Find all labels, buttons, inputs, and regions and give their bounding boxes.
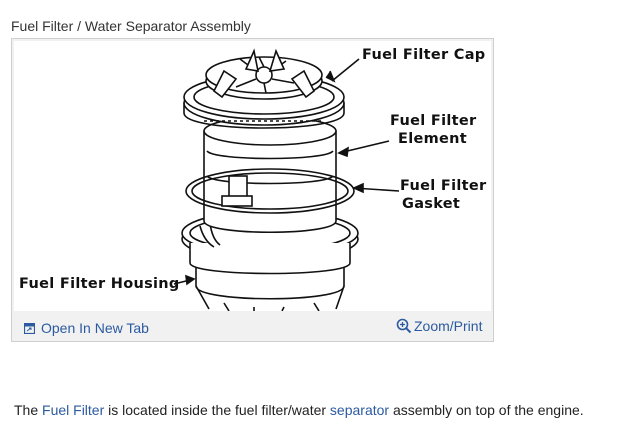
- zoom-in-icon: [396, 318, 412, 334]
- description-part2: is located inside the fuel filter/water: [104, 402, 330, 418]
- label-fuel-filter-gasket-line1: Fuel Filter: [400, 178, 487, 194]
- description-part3: assembly on top of the engine.: [389, 402, 584, 418]
- fuel-filter-link[interactable]: Fuel Filter: [42, 402, 105, 418]
- zoom-print-label: Zoom/Print: [414, 318, 483, 334]
- figure-caption: Fuel Filter / Water Separator Assembly: [11, 18, 251, 34]
- label-fuel-filter-element-line1: Fuel Filter: [390, 113, 477, 129]
- filter-assembly-drawing: [173, 48, 400, 311]
- fuel-filter-diagram[interactable]: Fuel Filter Cap Fuel Filter Element Fuel…: [14, 41, 491, 311]
- separator-link[interactable]: separator: [329, 402, 390, 418]
- description-part1: The: [14, 402, 43, 418]
- open-in-new-tab-label: Open In New Tab: [41, 320, 149, 336]
- label-fuel-filter-cap: Fuel Filter Cap: [362, 47, 485, 63]
- cap-leader: [331, 58, 360, 82]
- new-tab-icon: [24, 322, 35, 334]
- label-fuel-filter-element-line2: Element: [398, 131, 467, 147]
- zoom-print-link[interactable]: Zoom/Print: [396, 318, 482, 334]
- label-fuel-filter-housing: Fuel Filter Housing: [19, 276, 180, 292]
- figure-box: Fuel Filter Cap Fuel Filter Element Fuel…: [11, 38, 494, 342]
- open-in-new-tab-link[interactable]: Open In New Tab: [24, 320, 149, 336]
- diagram-drawing: Fuel Filter Cap Fuel Filter Element Fuel…: [19, 47, 487, 311]
- description-text: The Fuel Filter is located inside the fu…: [14, 402, 584, 418]
- label-fuel-filter-gasket-line2: Gasket: [402, 196, 460, 212]
